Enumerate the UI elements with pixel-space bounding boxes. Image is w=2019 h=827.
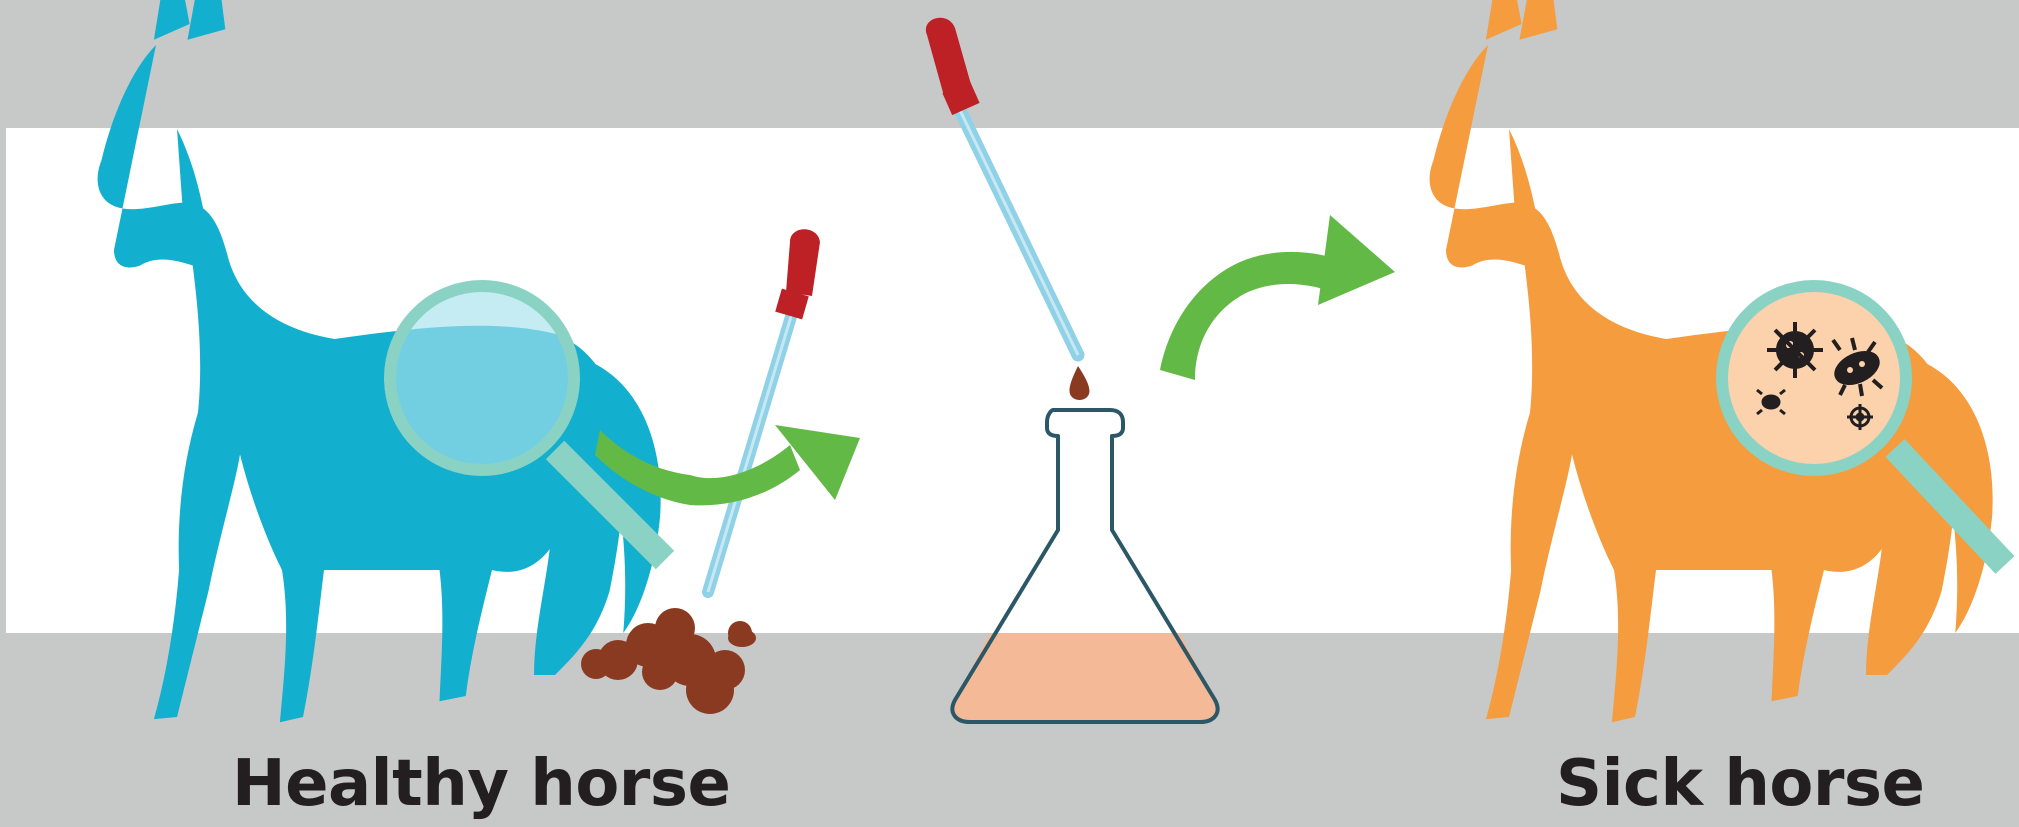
germ-icon: [1767, 322, 1823, 378]
sick-horse-caption: Sick horse: [1556, 752, 1924, 816]
healthy-horse-caption: Healthy horse: [232, 752, 730, 816]
